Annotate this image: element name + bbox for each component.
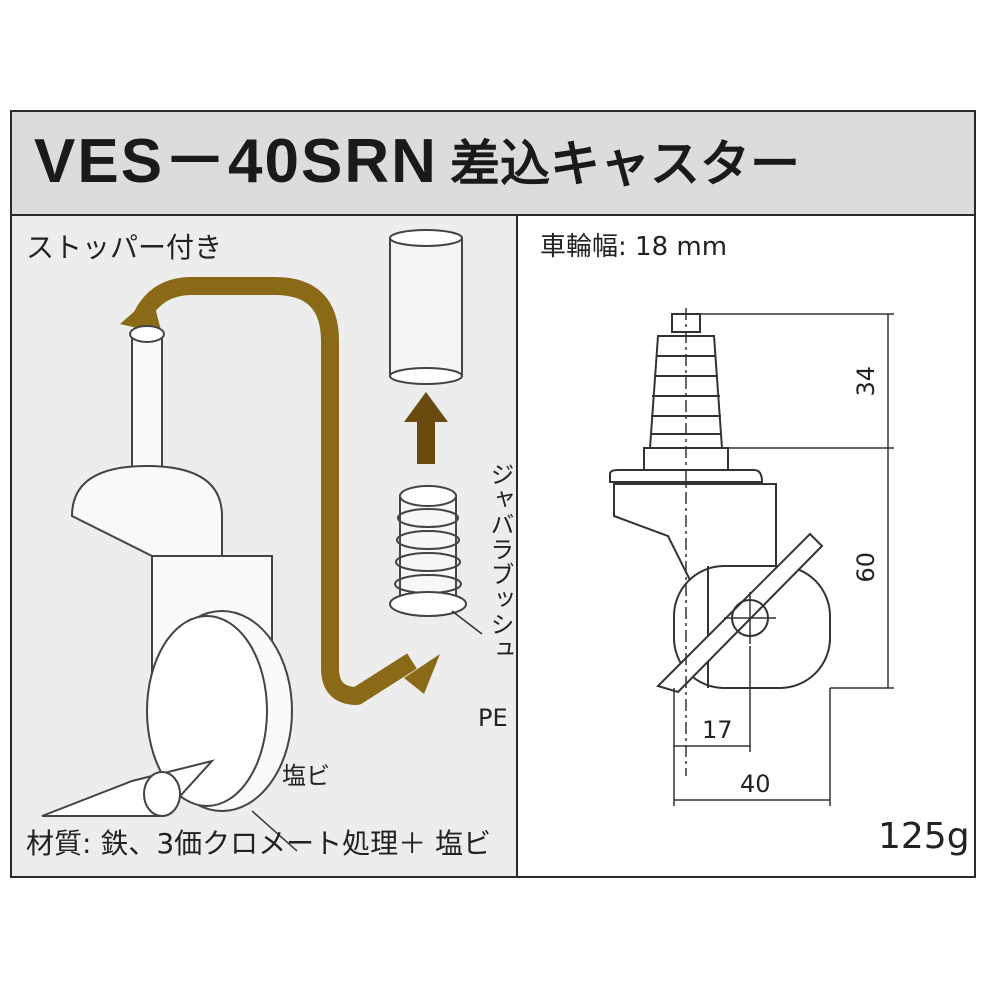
- dim-width: 40: [740, 770, 771, 798]
- insertion-arrow: [133, 277, 417, 705]
- dim-body-height: 60: [852, 552, 880, 583]
- stopper-label: ストッパー付き: [26, 231, 223, 264]
- model-number: VES－40SRN: [34, 127, 438, 196]
- materials-line: 材質: 鉄、3価クロメート処理＋ 塩ビ: [26, 827, 492, 860]
- dimension-panel: 車輪幅: 18 mm: [518, 216, 974, 876]
- product-name: 差込キャスター: [450, 135, 800, 193]
- dim-offset: 17: [702, 716, 733, 744]
- bellows-bush-illustration: [389, 485, 483, 635]
- bush-material: PE: [478, 704, 508, 732]
- wheel-material: 塩ビ: [282, 762, 330, 790]
- title-bar: VES－40SRN 差込キャスター: [12, 112, 974, 216]
- dim-stem-height: 34: [852, 366, 880, 397]
- up-arrow-shaft: [417, 416, 435, 464]
- caster-illustration: [41, 229, 483, 852]
- weight: 125g: [878, 816, 970, 857]
- caster-illustration-body: [41, 325, 298, 852]
- pipe-illustration: [389, 229, 463, 385]
- illustration-panel: ストッパー付き: [12, 216, 518, 876]
- arrow-head-bush: [404, 654, 440, 694]
- stopper-lever: [656, 532, 824, 694]
- dimension-drawing: [609, 308, 894, 806]
- wheel-width: 車輪幅: 18 mm: [540, 232, 728, 262]
- arrow-head-stem: [120, 296, 162, 334]
- up-arrow-head: [404, 392, 448, 422]
- bush-label-vertical: ジャバラブッシュ: [486, 462, 514, 662]
- spec-sheet: VES－40SRN 差込キャスター ストッパー付き: [10, 110, 976, 878]
